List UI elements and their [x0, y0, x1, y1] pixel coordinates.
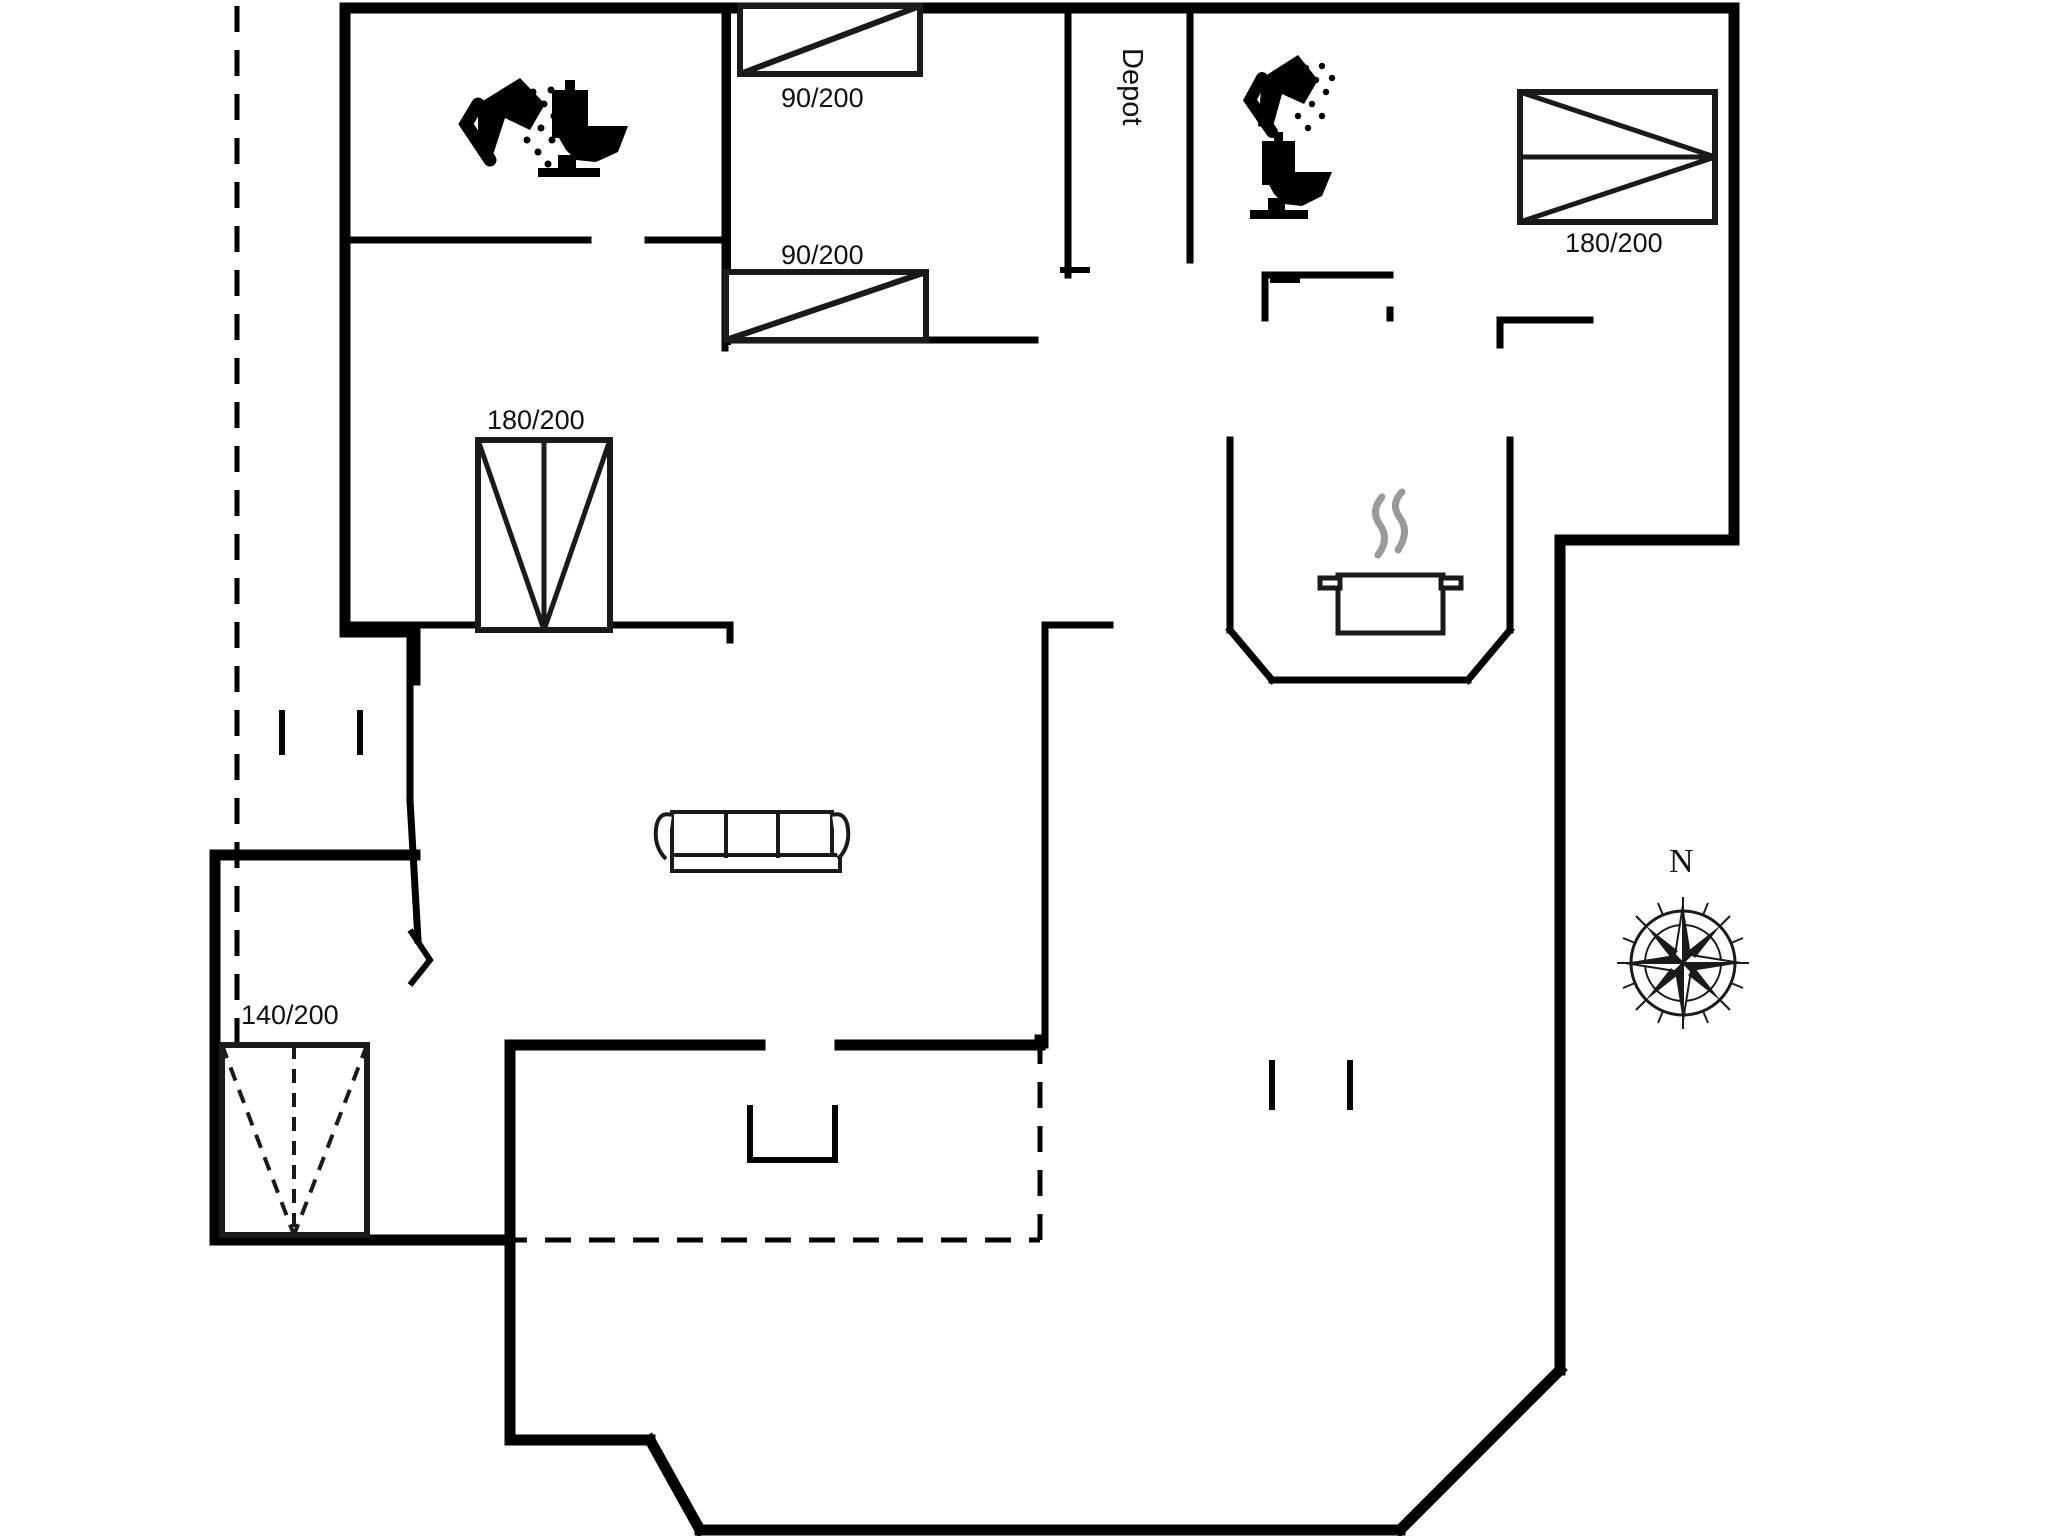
bed-label-double-left: 180/200 [487, 405, 585, 435]
cooking-pot-icon [1317, 488, 1464, 636]
bed-label-double-right: 180/200 [1565, 228, 1663, 258]
exterior-walls [209, 2, 1740, 1536]
compass-rose [1617, 897, 1749, 1029]
bed-single-lower [723, 269, 929, 343]
bed-label-single-upper: 90/200 [781, 83, 864, 113]
bed-single-upper [737, 3, 923, 77]
toilet-icon-left [538, 80, 628, 177]
toilet-icon-right [1250, 132, 1332, 219]
door-marks [279, 710, 1353, 1163]
bed-label-single-lower: 90/200 [781, 240, 864, 270]
compass-north-label: N [1669, 843, 1694, 880]
depot-room-label: Depot [1116, 48, 1148, 126]
bed-label-double-lower-left: 140/200 [241, 1000, 339, 1030]
bed-double-left [475, 437, 613, 633]
shower-icon-right [1242, 55, 1336, 138]
bed-double-right [1517, 89, 1718, 225]
bed-double-lower-left [219, 1042, 370, 1238]
sofa-icon [653, 810, 851, 873]
shower-icon-left [458, 78, 566, 168]
